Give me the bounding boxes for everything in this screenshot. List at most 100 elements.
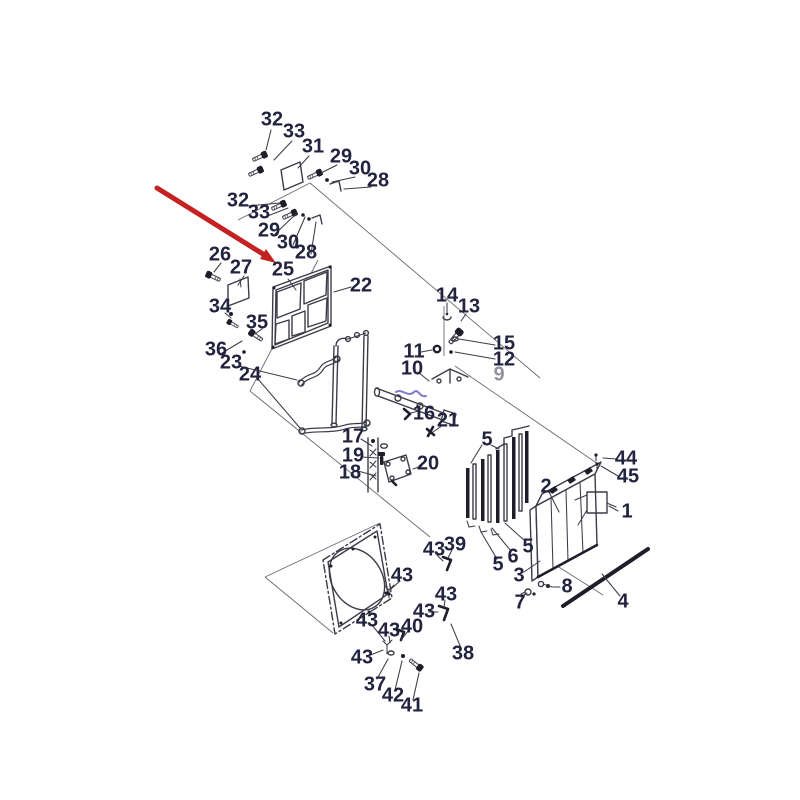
- part-label-16-27: 16: [413, 402, 435, 424]
- part-label-5-40: 5: [522, 535, 533, 557]
- part-label-29-8: 29: [258, 219, 280, 241]
- part-label-10-26: 10: [401, 357, 423, 379]
- part-label-2-35: 2: [540, 475, 551, 497]
- part-label-36-17: 36: [205, 338, 227, 360]
- radiator-core: [529, 453, 617, 582]
- part-label-32-0: 32: [261, 108, 283, 130]
- bolt-29-icon: [305, 167, 325, 182]
- part-label-14-20: 14: [436, 284, 459, 306]
- plate-27: [227, 276, 250, 307]
- part-label-43-46: 43: [423, 538, 445, 560]
- bolt-32-icon: [250, 149, 270, 164]
- part-label-15-22: 15: [493, 332, 515, 354]
- part-label-5-37: 5: [481, 428, 492, 450]
- part-label-45-34: 45: [617, 465, 639, 487]
- highlight-arrow: [154, 185, 276, 263]
- bracket-28-icon: [329, 180, 342, 192]
- second-hardware-cluster: [269, 198, 323, 225]
- bracket-38-icon: [437, 604, 450, 622]
- plate-31: [280, 161, 304, 191]
- part-label-26-11: 26: [209, 243, 231, 265]
- bracket-39-icon: [441, 555, 453, 572]
- part-label-44-33: 44: [615, 447, 638, 469]
- part-label-17-29: 17: [342, 425, 364, 447]
- part-label-30-4: 30: [349, 157, 371, 179]
- bolt-13-group: [432, 312, 466, 354]
- construction-lines: [237, 182, 604, 634]
- part-label-27-12: 27: [230, 256, 252, 278]
- part-label-28-10: 28: [295, 241, 317, 263]
- tank-10: [373, 368, 469, 426]
- part-label-3-41: 3: [513, 564, 524, 586]
- callout-box-1: [586, 491, 608, 514]
- fin-strips: [466, 425, 530, 536]
- part-label-21-28: 21: [437, 409, 459, 431]
- part-label-24-19: 24: [239, 363, 262, 385]
- part-label-25-13: 25: [272, 258, 294, 280]
- part-label-38-57: 38: [452, 642, 474, 664]
- part-label-32-6: 32: [227, 189, 249, 211]
- bottom-hardware: [382, 555, 453, 673]
- part-label-37-54: 37: [364, 673, 386, 695]
- part-label-33-7: 33: [248, 201, 270, 223]
- bolt-34-icon: [225, 317, 240, 330]
- part-label-42-55: 42: [382, 684, 404, 706]
- part-label-12-23: 12: [493, 348, 515, 370]
- leader-lines: [213, 129, 621, 701]
- screw-44-icon: [594, 453, 598, 457]
- pin-42-icon: [401, 654, 405, 658]
- part-label-35-16: 35: [246, 311, 268, 333]
- washer-30b-icon: [307, 217, 311, 221]
- bolt-32b-icon: [269, 198, 289, 213]
- part-label-33-1: 33: [283, 120, 305, 142]
- part-label-30-9: 30: [277, 231, 299, 253]
- part-label-13-21: 13: [458, 295, 480, 317]
- part-label-43-48: 43: [435, 583, 457, 605]
- washer-30-icon: [325, 178, 329, 182]
- part-label-40-52: 40: [401, 615, 423, 637]
- part-label-43-53: 43: [351, 646, 373, 668]
- screw-45-icon: [595, 462, 599, 466]
- part-label-43-47: 43: [391, 564, 413, 586]
- part-label-31-2: 31: [302, 135, 324, 157]
- bracket-28b-icon: [311, 214, 323, 225]
- panel-22: [271, 265, 332, 350]
- part-label-11-25: 11: [403, 340, 424, 362]
- part-label-19-30: 19: [342, 444, 364, 466]
- hoses-and-pipes: [297, 329, 371, 435]
- clamp-16-21: [402, 407, 436, 438]
- part-label-5-38: 5: [492, 553, 503, 575]
- part-label-28-5: 28: [367, 169, 389, 191]
- part-label-22-14: 22: [350, 274, 372, 296]
- washer-37-icon: [387, 650, 395, 656]
- part-label-20-32: 20: [417, 452, 439, 474]
- part-label-7-43: 7: [514, 591, 525, 613]
- part-label-23-18: 23: [220, 351, 242, 373]
- washer-36-icon: [242, 350, 246, 354]
- fittings-column: [367, 437, 412, 493]
- washer-29b-icon: [301, 213, 305, 217]
- part-label-6-39: 6: [507, 545, 518, 567]
- bolt-33-icon: [246, 164, 266, 179]
- washer-34-icon: [229, 312, 233, 316]
- part-label-1-36: 1: [621, 500, 632, 522]
- part-label-41-56: 41: [401, 694, 423, 716]
- bolt-41-icon: [407, 656, 425, 673]
- part-label-9-24: 9: [493, 363, 504, 385]
- part-label-43-50: 43: [356, 609, 378, 631]
- bracket-40-icon: [394, 627, 406, 642]
- part-label-39-45: 39: [444, 533, 466, 555]
- left-hardware: [203, 269, 265, 354]
- part-label-4-44: 4: [617, 590, 629, 612]
- part-label-18-31: 18: [339, 461, 361, 483]
- bolt-26-icon: [203, 269, 223, 284]
- ring-11-icon: [432, 344, 442, 354]
- part-label-29-3: 29: [330, 145, 352, 167]
- bolt-13-icon: [446, 326, 466, 347]
- part-label-34-15: 34: [209, 295, 232, 317]
- blue-pen-mark: [395, 390, 427, 398]
- part-label-43-51: 43: [378, 619, 400, 641]
